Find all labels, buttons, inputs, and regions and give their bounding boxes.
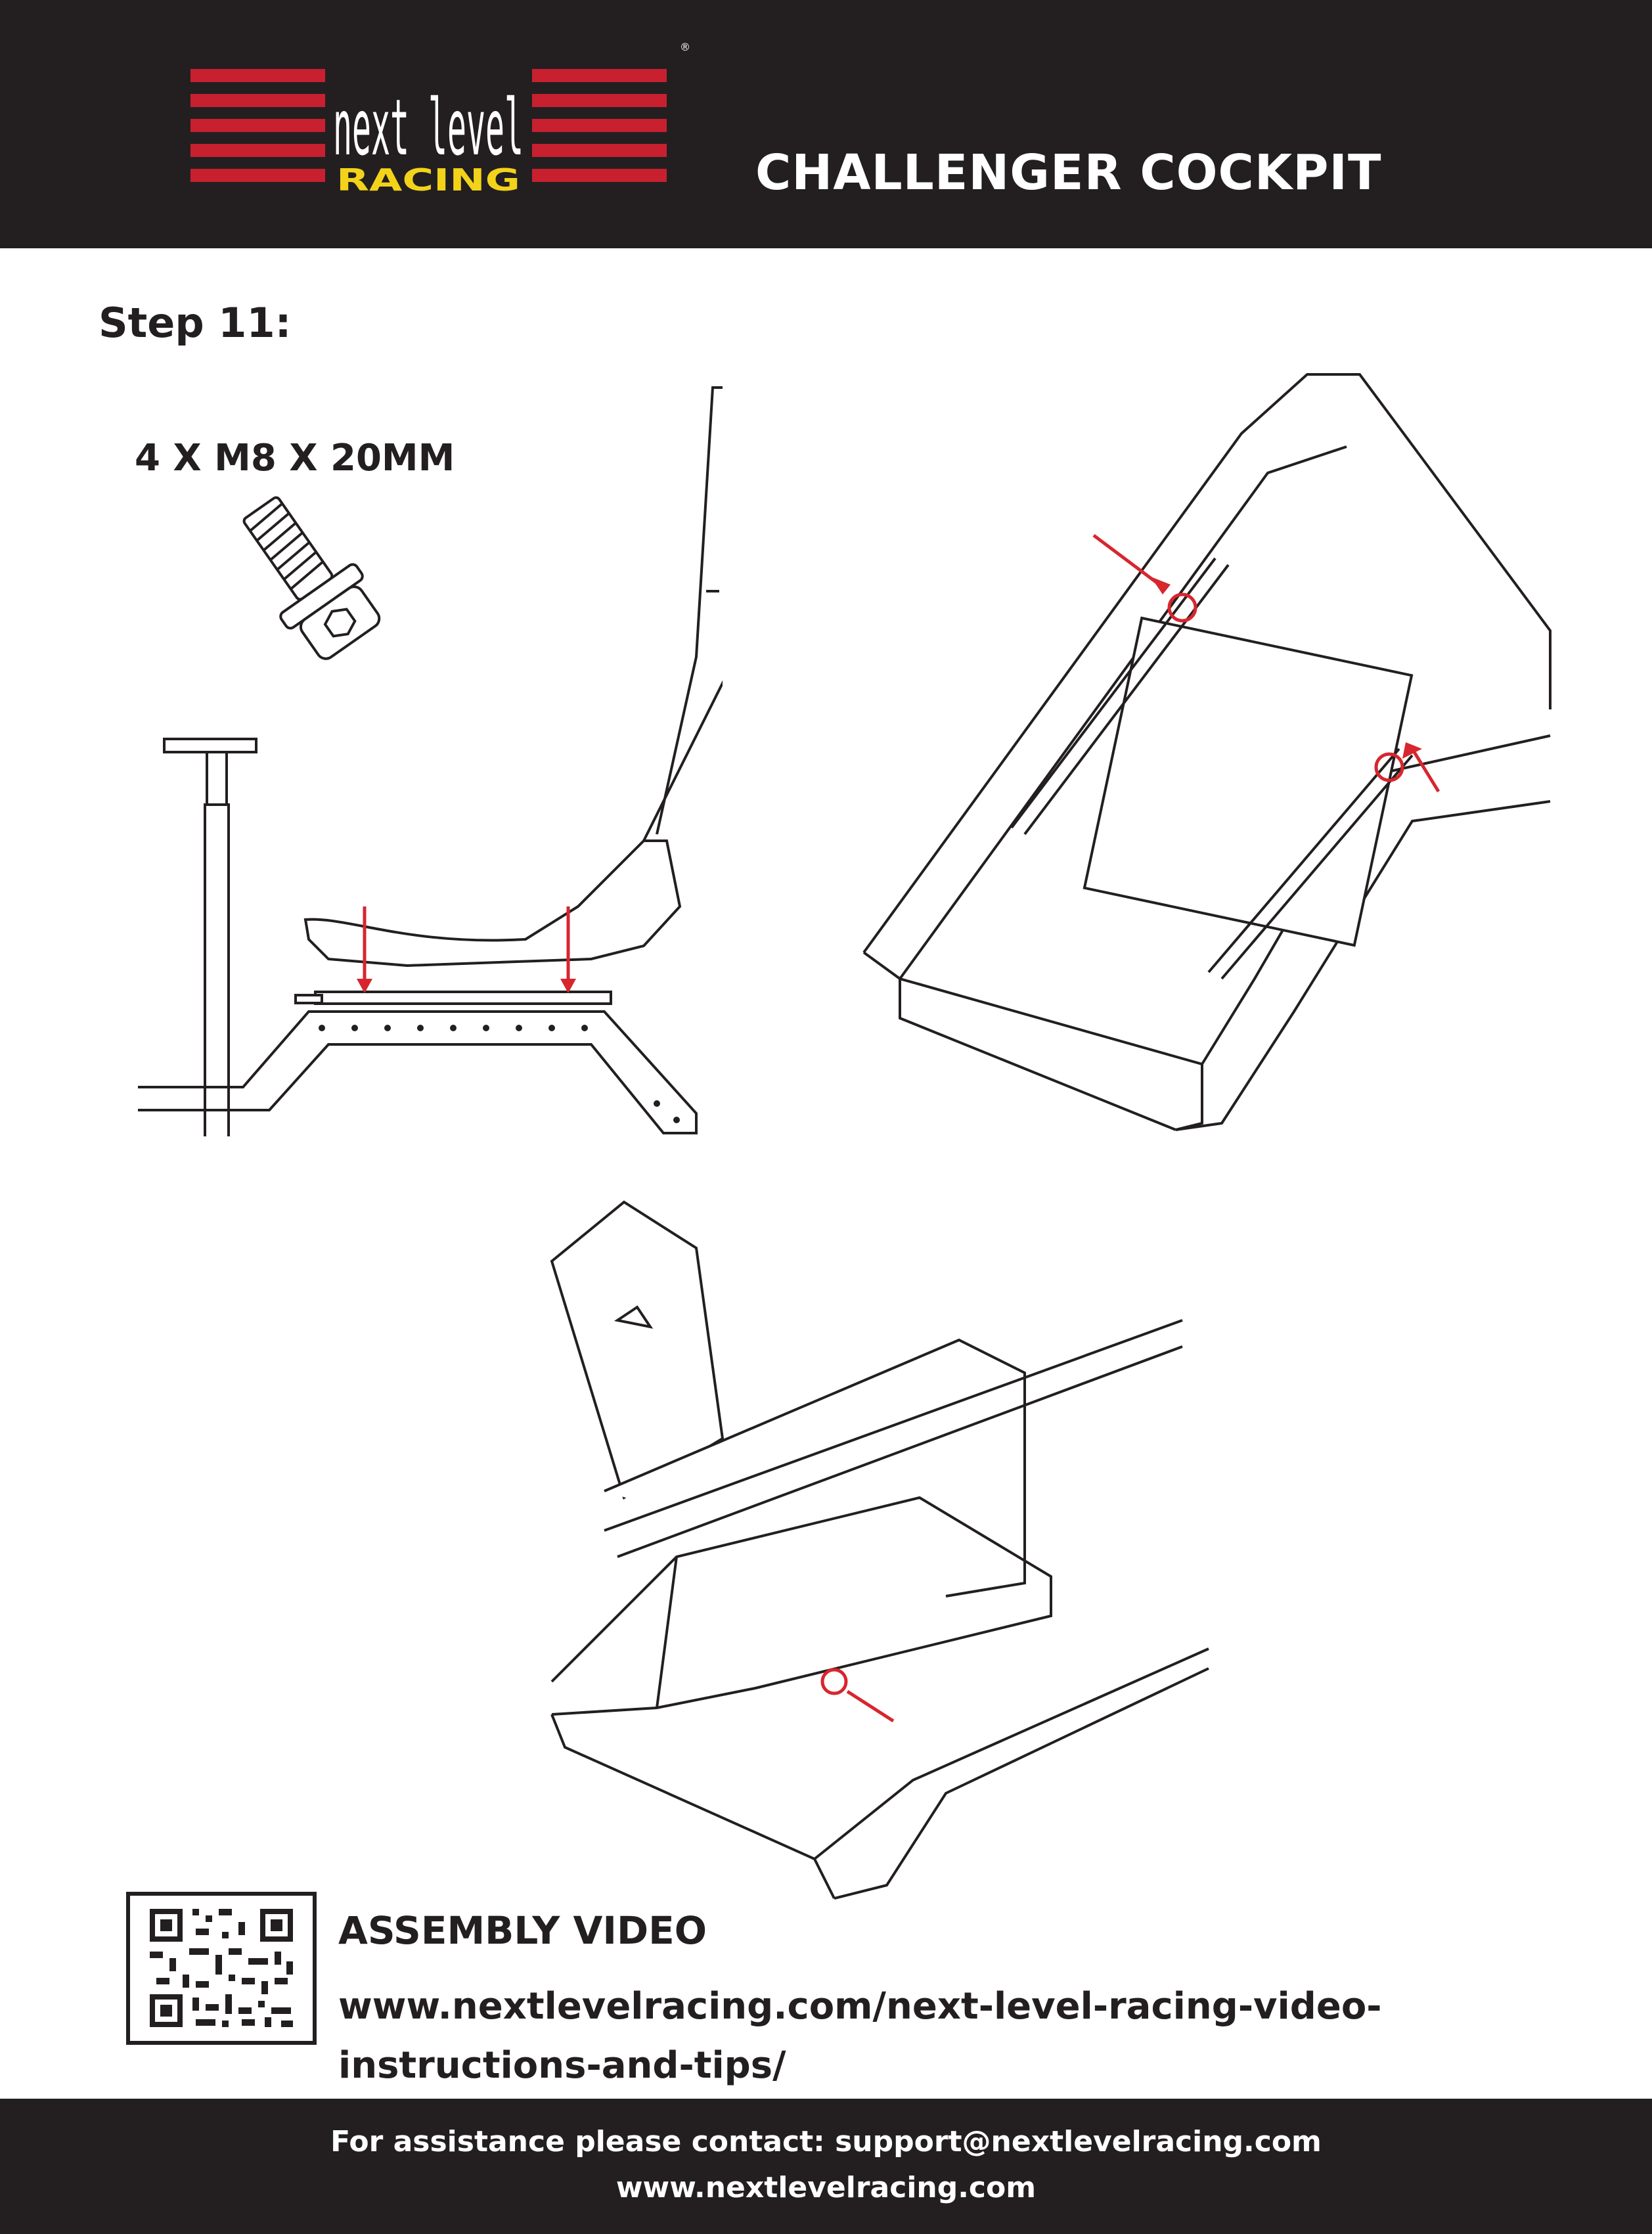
brand-subtext: RACING (336, 162, 520, 198)
website-link[interactable]: www.nextlevelracing.com (615, 2171, 1037, 2204)
registered-mark: ® (680, 43, 690, 53)
assembly-video-link[interactable]: www.nextlevelracing.com/next-level-racin… (338, 1985, 1382, 2087)
qr-code[interactable] (126, 1892, 317, 2045)
bolt-illustration (242, 496, 381, 660)
seat-side-view-diagram (138, 386, 723, 1136)
step-title: Step 11: (99, 299, 292, 347)
seat-rear-view-diagram (550, 1200, 1209, 1900)
next-level-racing-logo: next level RACING ® (190, 43, 690, 198)
seat-underside-view-diagram (862, 373, 1552, 1131)
brand-text: next level (333, 82, 524, 173)
page-title: CHALLENGER COCKPIT (755, 145, 1382, 201)
assembly-video-title: ASSEMBLY VIDEO (338, 1908, 707, 1953)
support-contact[interactable]: For assistance please contact: support@n… (330, 2125, 1322, 2158)
page-footer: For assistance please contact: support@n… (0, 2099, 1652, 2234)
qr-code-icon (150, 1909, 293, 2027)
page-header: next level RACING ® CHALLENGER COCKPIT (0, 0, 1652, 248)
bolt-quantity-label: 4 X M8 X 20MM (135, 437, 455, 480)
